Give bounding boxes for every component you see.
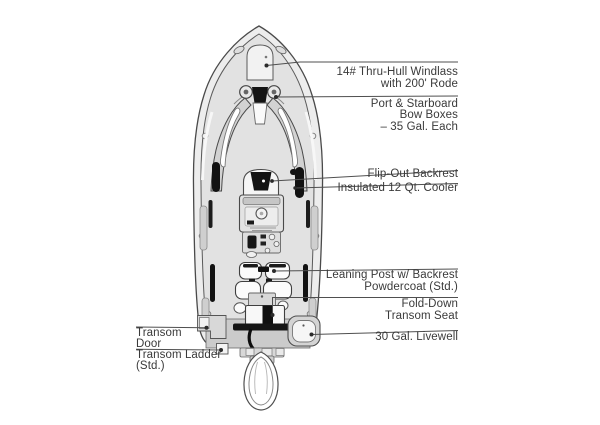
leader-transom-door bbox=[135, 326, 207, 329]
callout-text: Door bbox=[136, 338, 162, 351]
leader-livewell bbox=[311, 330, 459, 335]
livewell bbox=[287, 315, 321, 347]
callout-text: 30 Gal. Livewell bbox=[375, 331, 458, 343]
callout-text: Transom Seat bbox=[385, 309, 458, 322]
callout-endpoint-dots bbox=[204, 63, 314, 352]
callout-bow-boxes: Port & Starboard Bow Boxes – 35 Gal. Eac… bbox=[370, 97, 458, 134]
callout-text: Fold-Down bbox=[401, 298, 458, 310]
callout-text: with 200' Rode bbox=[380, 77, 458, 90]
leader-flip-out bbox=[271, 170, 459, 182]
console-backrest bbox=[250, 172, 272, 191]
callout-text: – 35 Gal. Each bbox=[380, 120, 458, 133]
windlass bbox=[252, 87, 268, 125]
bow-section bbox=[233, 44, 287, 125]
callout-text: Transom Ladder bbox=[136, 348, 222, 361]
callout-text: Flip-Out Backrest bbox=[367, 168, 458, 181]
starboard-cleat-icon bbox=[275, 45, 287, 55]
callout-cooler: Insulated 12 Qt. Cooler bbox=[337, 181, 458, 195]
callout-text: Insulated 12 Qt. Cooler bbox=[337, 181, 458, 194]
callout-text: (Std.) bbox=[136, 360, 165, 373]
callout-windlass: 14# Thru-Hull Windlass with 200' Rode bbox=[336, 66, 458, 90]
center-console bbox=[238, 168, 285, 258]
callout-text: Bow Boxes bbox=[399, 109, 458, 121]
leader-transom-ladder bbox=[135, 348, 222, 351]
console-seat-base bbox=[242, 231, 281, 258]
callout-text: Port & Starboard bbox=[370, 97, 458, 110]
callout-leader-lines bbox=[135, 61, 459, 351]
transom-seat bbox=[233, 304, 293, 331]
side-walkways bbox=[201, 97, 317, 192]
leader-leaning-post bbox=[273, 268, 459, 272]
callout-transom-door: Transom Door bbox=[136, 326, 182, 351]
callout-text: 14# Thru-Hull Windlass bbox=[336, 66, 458, 78]
leader-windlass bbox=[266, 61, 458, 66]
callout-fold-down-seat: Fold-Down Transom Seat bbox=[385, 298, 458, 322]
bow-box-hatches bbox=[239, 85, 281, 99]
callout-text: Powdercoat (Std.) bbox=[364, 280, 458, 293]
leader-cooler bbox=[294, 183, 459, 189]
anchor-locker bbox=[246, 44, 274, 81]
callout-leaning-post: Leaning Post w/ Backrest Powdercoat (Std… bbox=[325, 269, 458, 293]
callout-text: Leaning Post w/ Backrest bbox=[325, 269, 458, 281]
callout-text: Transom bbox=[136, 326, 182, 339]
port-cleat-icon bbox=[233, 45, 245, 55]
outboard-motor bbox=[243, 351, 279, 411]
callout-transom-ladder: Transom Ladder (Std.) bbox=[136, 348, 222, 373]
callout-flip-out-backrest: Flip-Out Backrest bbox=[367, 169, 458, 181]
callout-livewell: 30 Gal. Livewell bbox=[375, 331, 458, 344]
leader-bow-boxes bbox=[275, 95, 459, 98]
leader-fold-down bbox=[272, 297, 458, 314]
